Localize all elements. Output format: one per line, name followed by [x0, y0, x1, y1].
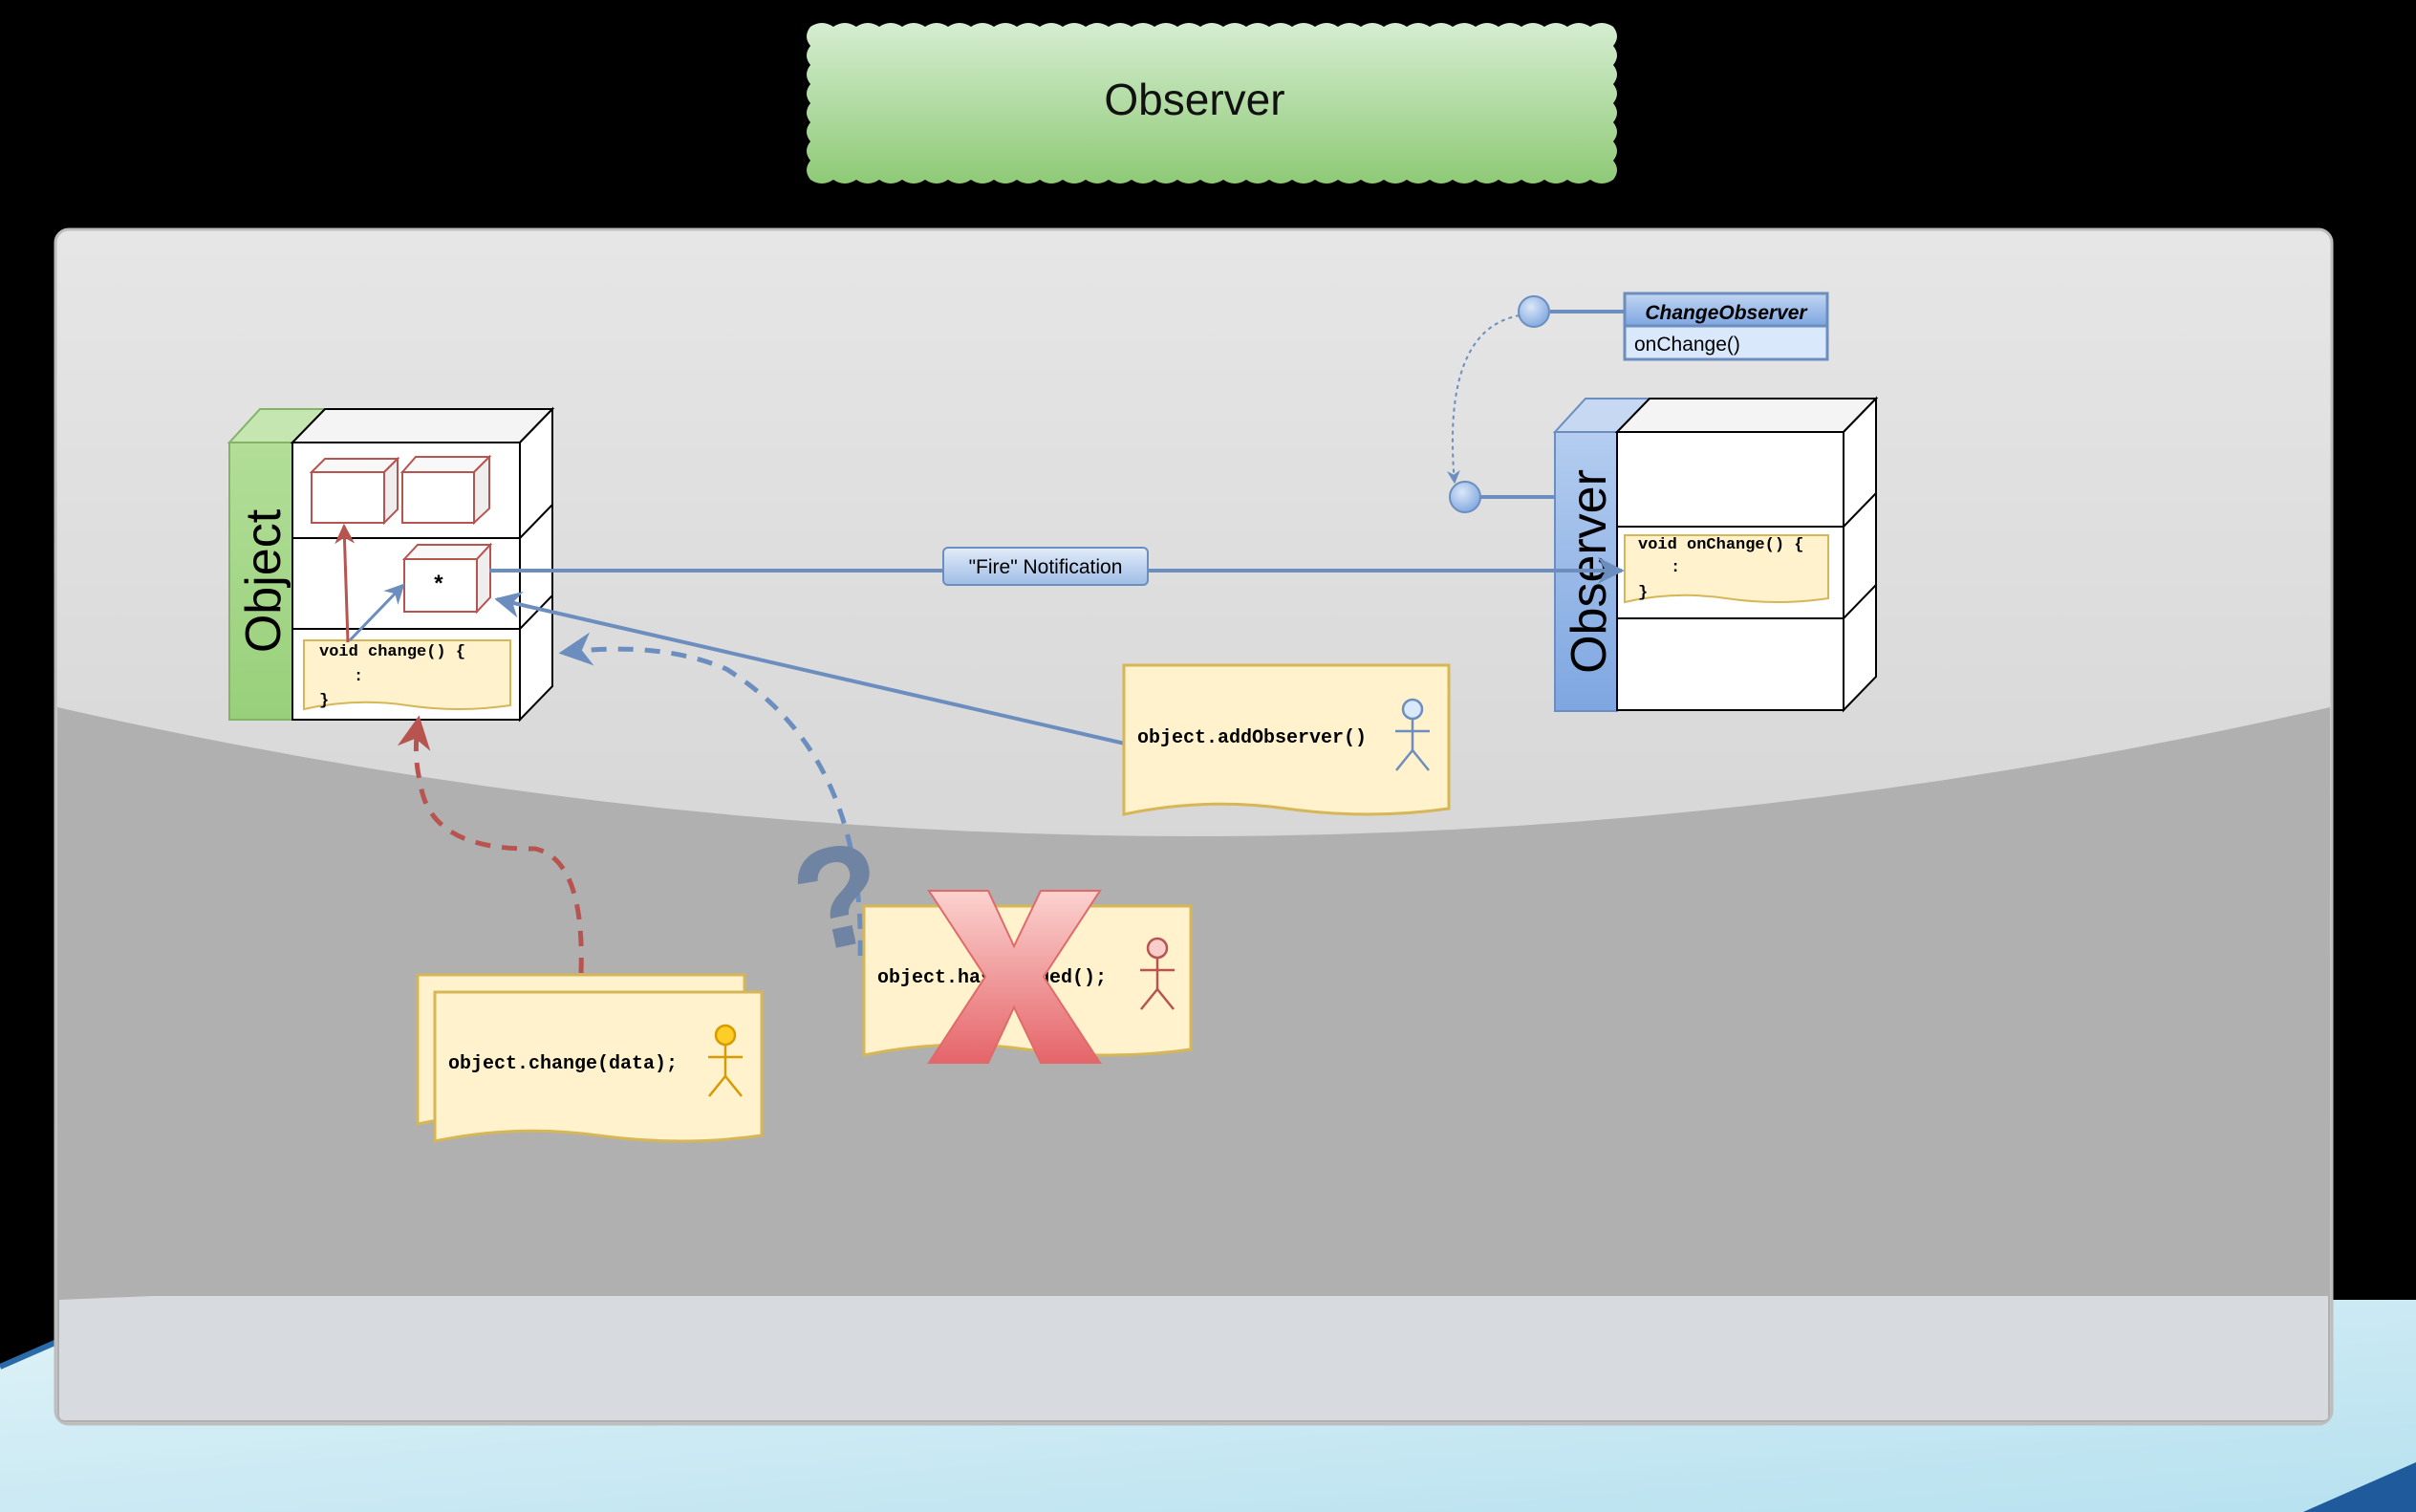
object-code-line: : [354, 668, 363, 686]
change-data-dashed-arrow [397, 715, 584, 974]
object-code-line: } [319, 692, 329, 710]
has-changed-dashed-arrow [558, 632, 863, 957]
interface-name: ChangeObserver [1645, 302, 1808, 324]
page-title: Observer [1104, 75, 1284, 124]
change-data-note: object.change(data); [416, 973, 764, 1143]
add-observer-note: object.addObserver() [494, 592, 1451, 816]
object-code-line: void change() { [319, 643, 465, 661]
change-to-star-arrow [348, 583, 405, 642]
object-label: Object [236, 508, 291, 653]
fire-notification-pill [942, 547, 1149, 586]
small-cube [399, 454, 492, 526]
change-to-cube-arrow [334, 523, 356, 643]
object-code-note: void change() { : } [303, 639, 511, 711]
change-observer-interface: ChangeObserver onChange() [1518, 292, 1829, 361]
actor-icon [708, 1024, 743, 1097]
observer-socket [1449, 481, 1555, 513]
interface-method: onChange() [1634, 334, 1740, 356]
fire-notification-label: "Fire" Notification [969, 556, 1123, 578]
observer-code-note: void onChange() { : } [1624, 534, 1829, 604]
object-block: Object * void change() { : } [226, 406, 555, 723]
fire-notification-connector: "Fire" Notification [489, 547, 1625, 586]
actor-icon [1140, 937, 1175, 1010]
star-label: * [432, 573, 445, 599]
actor-icon [1395, 698, 1430, 771]
observer-block: Observer void onChange() { : } [1552, 396, 1879, 713]
add-observer-text: object.addObserver() [1137, 727, 1367, 749]
observer-code-line: void onChange() { [1638, 536, 1803, 554]
observer-code-line: } [1638, 584, 1648, 602]
observer-code-line: : [1671, 559, 1680, 577]
small-cube [309, 456, 400, 526]
change-data-text: object.change(data); [448, 1053, 678, 1075]
title-banner: Observer [807, 23, 1617, 184]
star-cube: * [401, 542, 493, 615]
interface-ball [1518, 295, 1550, 328]
cross-icon [927, 890, 1102, 1064]
realization-dotted-arrow [1446, 314, 1521, 485]
